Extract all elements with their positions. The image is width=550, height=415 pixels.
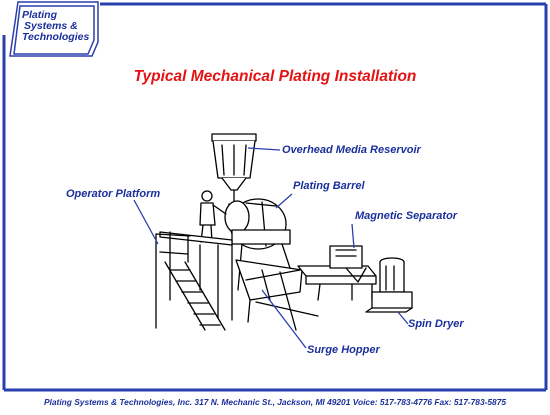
operator-platform — [155, 231, 233, 331]
callout-plating-barrel: Plating Barrel — [293, 180, 365, 192]
callout-overhead-media-reservoir: Overhead Media Reservoir — [282, 144, 421, 156]
overhead-media-reservoir — [211, 133, 257, 212]
footer-contact: Plating Systems & Technologies, Inc. 317… — [43, 397, 507, 407]
callout-leaders — [133, 147, 409, 349]
page-title: Typical Mechanical Plating Installation — [133, 68, 417, 85]
callout-surge-hopper: Surge Hopper — [307, 344, 380, 356]
magnetic-separator — [297, 245, 377, 301]
spin-dryer — [365, 257, 413, 313]
surge-hopper — [235, 259, 319, 331]
plating-barrel — [224, 198, 291, 291]
logo-line-3: Technologies — [22, 31, 90, 43]
callout-operator-platform: Operator Platform — [66, 188, 161, 200]
logo-line-2: Systems & — [24, 20, 78, 32]
callout-spin-dryer: Spin Dryer — [408, 318, 464, 330]
logo-line-1: Plating — [22, 9, 58, 21]
logo-mark — [9, 1, 99, 57]
callout-magnetic-separator: Magnetic Separator — [355, 210, 458, 222]
operator-figure — [199, 190, 227, 243]
